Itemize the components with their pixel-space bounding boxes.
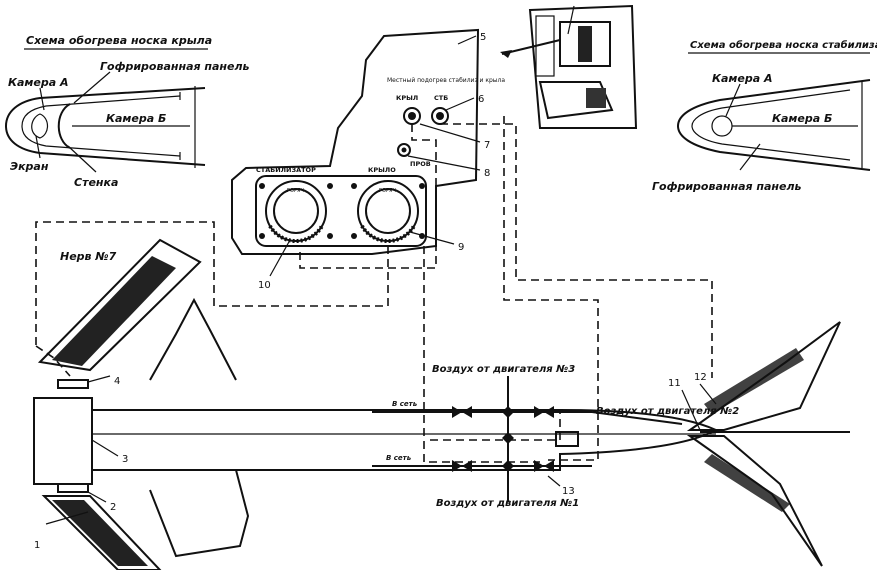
callout-12: 12	[694, 372, 707, 383]
wing-profile-outline	[4, 87, 206, 166]
air-to-network-upper: В сеть	[392, 400, 417, 408]
control-wiring	[35, 116, 713, 463]
panel-outline	[231, 28, 480, 255]
air-to-network-lower: В сеть	[386, 454, 411, 462]
valve-icon	[452, 460, 472, 472]
switch-right-label: СТБ	[434, 94, 448, 102]
right-gauge-caption: КРЫЛО	[368, 166, 396, 174]
engine-nacelle	[33, 397, 93, 485]
stabilizer-chamber-a	[711, 115, 733, 137]
callout-3: 3	[122, 454, 128, 465]
callout-7: 7	[484, 140, 490, 151]
button-caption: ПРОВ	[410, 160, 431, 168]
valve-installation-detail	[500, 4, 638, 129]
wing-label-screen: Экран	[10, 160, 49, 173]
callout-6: 6	[478, 94, 484, 105]
toggle-switch-icon	[403, 107, 421, 125]
stabilizer-label-chamber-b: Камера Б	[772, 112, 832, 125]
stabilizer-label-chamber-a: Камера А	[712, 72, 773, 85]
rib-label: Нерв №7	[60, 250, 117, 263]
toggle-switch-icon	[431, 107, 449, 125]
wing-scheme-title: Схема обогрева носка крыла	[26, 34, 212, 47]
callout-5: 5	[480, 32, 486, 43]
wing-nose-scheme: Схема обогрева носка крыла Гофрированная…	[4, 34, 250, 189]
air-from-engine-1: Воздух от двигателя №1	[436, 498, 579, 509]
gauge-icon: ГОРЯЧ	[259, 180, 333, 244]
lower-stabilizer-heated-edge	[704, 454, 790, 512]
stabilizer-label-panel: Гофрированная панель	[652, 180, 802, 193]
callout-11: 11	[668, 378, 681, 389]
callout-9: 9	[458, 242, 464, 253]
aircraft-planform: В сеть В сеть Воздух от двигателя №3 Воз…	[33, 238, 850, 571]
switch-caption: Местный подогрев стабилиз и крыла	[387, 77, 505, 84]
valve-icon	[534, 406, 554, 472]
check-valve-icon	[502, 406, 514, 472]
left-gauge-scale-word: ГОРЯЧ	[287, 188, 304, 194]
callout-8: 8	[484, 168, 490, 179]
stabilizer-scheme-title: Схема обогрева носка стабилизатора	[690, 39, 877, 51]
air-from-engine-3: Воздух от двигателя №3	[432, 364, 575, 375]
push-button-icon	[397, 143, 411, 157]
stabilizer-profile-outline	[676, 79, 871, 171]
left-gauge-caption: СТАБИЛИЗАТОР	[256, 166, 316, 174]
callout-1: 1	[34, 540, 40, 551]
switch-left-label: КРЫЛ	[396, 94, 418, 102]
right-gauge-scale-word: ГОРЯЧ	[379, 188, 396, 194]
wing-label-panel: Гофрированная панель	[100, 60, 250, 73]
upper-wing-heated-nose	[52, 256, 176, 366]
gauge-bezel	[255, 175, 427, 247]
lower-wing-heated-nose	[52, 500, 148, 566]
callout-10: 10	[258, 280, 271, 291]
stabilizer-corrugated-panel	[691, 89, 851, 161]
wing-label-wall: Стенка	[74, 176, 118, 189]
wing-label-chamber-a: Камера А	[8, 76, 69, 89]
stabilizer-nose-scheme: Схема обогрева носка стабилизатора Камер…	[652, 39, 877, 193]
upper-wing	[37, 238, 202, 372]
callout-4: 4	[114, 376, 120, 387]
air-from-engine-2: Воздух от двигателя №2	[596, 406, 739, 417]
callout-2: 2	[110, 502, 116, 513]
wing-screen	[31, 113, 49, 139]
gauge-icon: ГОРЯЧ	[351, 180, 425, 244]
wing-label-chamber-b: Камера Б	[106, 112, 166, 125]
callout-13: 13	[562, 486, 575, 497]
wing-wall	[57, 103, 71, 149]
cockpit-control-panel: Местный подогрев стабилиз и крыла КРЫЛ С…	[231, 28, 505, 291]
lower-stabilizer	[686, 435, 823, 567]
valve-icon	[452, 406, 472, 418]
upper-stabilizer-heated-edge	[704, 348, 804, 414]
